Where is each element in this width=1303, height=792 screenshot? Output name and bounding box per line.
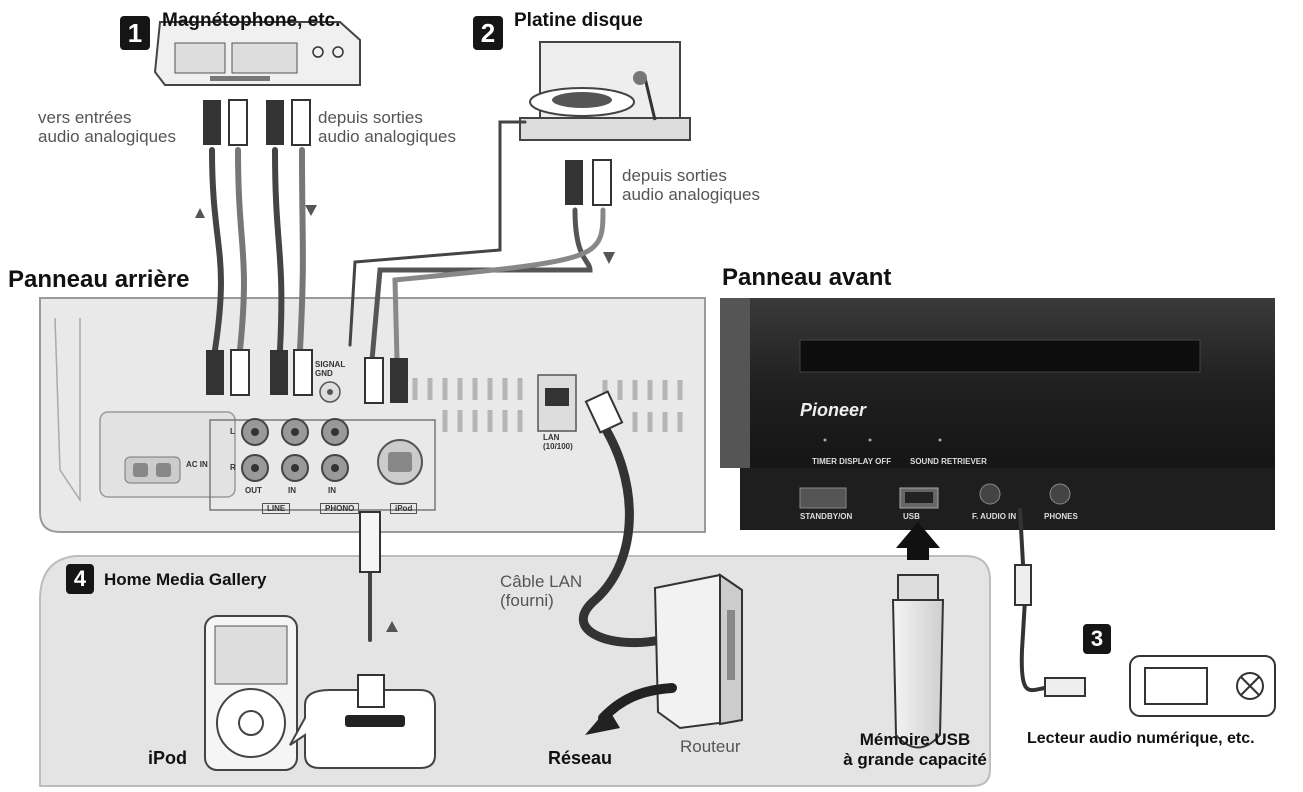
lan-cable-line1: Câble LAN (500, 572, 583, 591)
callout-2-badge: 2 (473, 16, 503, 50)
channel-r-label: R (230, 463, 236, 472)
phones-label: PHONES (1044, 512, 1078, 521)
turntable-out-line1: depuis sorties (622, 166, 727, 185)
cables (209, 120, 1047, 693)
turntable-device (519, 41, 691, 141)
line-label: LINE (262, 503, 291, 514)
sound-retriever-label: SOUND RETRIEVER (910, 457, 987, 466)
digital-player-device (1129, 655, 1276, 717)
rca-plugs (203, 99, 1086, 697)
in2-label: IN (328, 486, 336, 495)
pioneer-logo: Pioneer (800, 400, 867, 420)
front-panel-unit (720, 298, 1275, 530)
turntable-out-line2: audio analogiques (622, 185, 761, 204)
signal-gnd-label: SIGNAL GND (315, 360, 346, 378)
home-media-title: Home Media Gallery (104, 570, 267, 589)
tape-deck-title: Magnétophone, etc. (162, 10, 341, 31)
callout-1-badge: 1 (120, 16, 150, 50)
to-analog-in-line1: vers entrées (38, 108, 132, 127)
from-analog-out-line2: audio analogiques (318, 127, 457, 146)
digital-player-title: Lecteur audio numérique, etc. (1027, 730, 1255, 747)
channel-l-label: L (230, 427, 235, 436)
standby-label: STANDBY/ON (800, 512, 853, 521)
turntable-title: Platine disque (514, 10, 643, 31)
turntable-out-note: depuis sorties audio analogiques (622, 166, 760, 204)
usb-port-label: USB (903, 512, 920, 521)
direction-arrows (195, 205, 615, 632)
ipod-port-label: iPod (390, 503, 418, 514)
in1-label: IN (288, 486, 296, 495)
lan-cable-line2: (fourni) (500, 591, 554, 610)
callout-3-badge: 3 (1083, 624, 1111, 654)
out-label: OUT (245, 486, 262, 495)
usb-memory-line1: Mémoire USB (859, 730, 971, 749)
router-label: Routeur (680, 737, 741, 756)
router-device (653, 573, 743, 730)
ac-in-label: AC IN (186, 460, 208, 469)
ipod-dock-callout (289, 674, 436, 769)
ipod-device (204, 615, 298, 771)
to-analog-in-line2: audio analogiques (38, 127, 177, 146)
ipod-label: iPod (148, 748, 187, 768)
phono-label: PHONO (320, 503, 360, 514)
timer-display-label: TIMER DISPLAY OFF (812, 457, 892, 466)
rear-panel-title: Panneau arrière (8, 266, 190, 293)
from-analog-out-line1: depuis sorties (318, 108, 423, 127)
tape-deck-device (153, 21, 361, 86)
front-panel-title: Panneau avant (722, 264, 892, 291)
to-analog-in-note: vers entrées audio analogiques (38, 108, 176, 146)
usb-insert-arrow (896, 522, 940, 560)
from-analog-out-note: depuis sorties audio analogiques (318, 108, 456, 146)
usb-stick-device (891, 574, 945, 749)
network-label: Réseau (548, 748, 613, 768)
audio-in-label: F. AUDIO IN (972, 512, 1017, 521)
callout-4-badge: 4 (66, 564, 94, 594)
usb-memory-label: Mémoire USB à grande capacité (835, 730, 995, 770)
usb-memory-line2: à grande capacité (843, 750, 987, 769)
lan-cable-note: Câble LAN (fourni) (500, 572, 582, 610)
lan-port-label: LAN (10/100) (543, 433, 573, 451)
